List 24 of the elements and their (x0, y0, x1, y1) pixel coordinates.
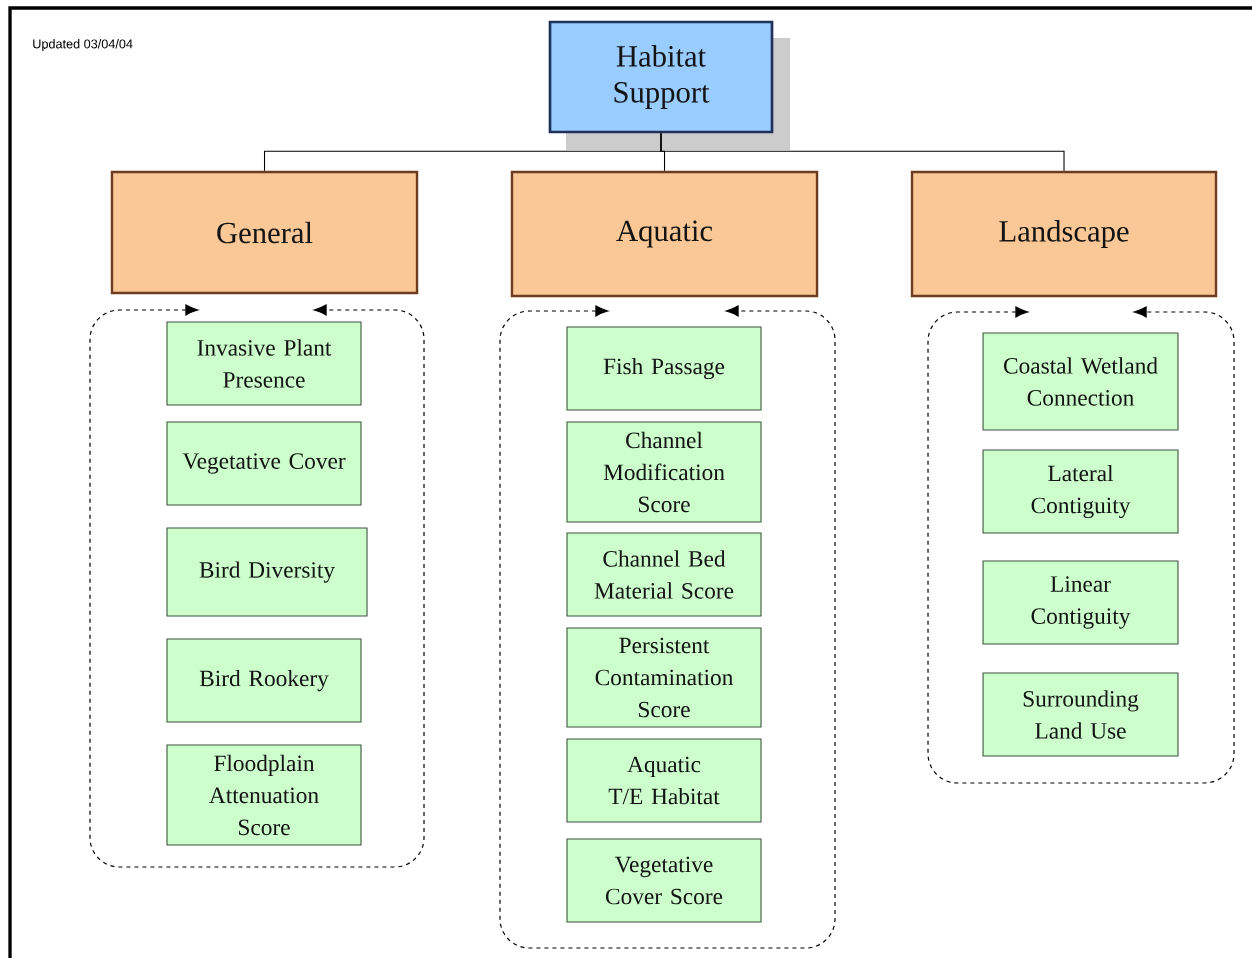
metric-box: Floodplain Attenuation Score (166, 744, 362, 846)
dashed-group-outline (89, 304, 425, 868)
metric-box: Aquatic T/E Habitat (566, 738, 762, 823)
metric-box: Bird Diversity (166, 527, 368, 617)
metric-box: Vegetative Cover (166, 421, 362, 506)
metric-box: Coastal Wetland Connection (982, 332, 1179, 431)
dashed-group-outline (927, 306, 1235, 784)
metric-box: Channel Bed Material Score (566, 532, 762, 617)
metric-box: Bird Rookery (166, 638, 362, 723)
metric-box: Lateral Contiguity (982, 449, 1179, 534)
metric-box: Channel Modification Score (566, 421, 762, 523)
metric-box: Persistent Contamination Score (566, 627, 762, 728)
category-box: General (110, 170, 419, 295)
category-box: Landscape (910, 170, 1218, 298)
metric-box: Fish Passage (566, 326, 762, 411)
title-box: Habitat Support (548, 20, 774, 134)
connector-line (660, 132, 1065, 172)
metric-box: Surrounding Land Use (982, 672, 1179, 757)
metric-box: Linear Contiguity (982, 560, 1179, 645)
metric-box: Invasive Plant Presence (166, 321, 362, 406)
metric-box: Vegetative Cover Score (566, 838, 762, 923)
dashed-group-outline (499, 305, 836, 949)
category-box: Aquatic (510, 170, 819, 298)
date-note: Updated 03/04/04 (33, 39, 133, 51)
